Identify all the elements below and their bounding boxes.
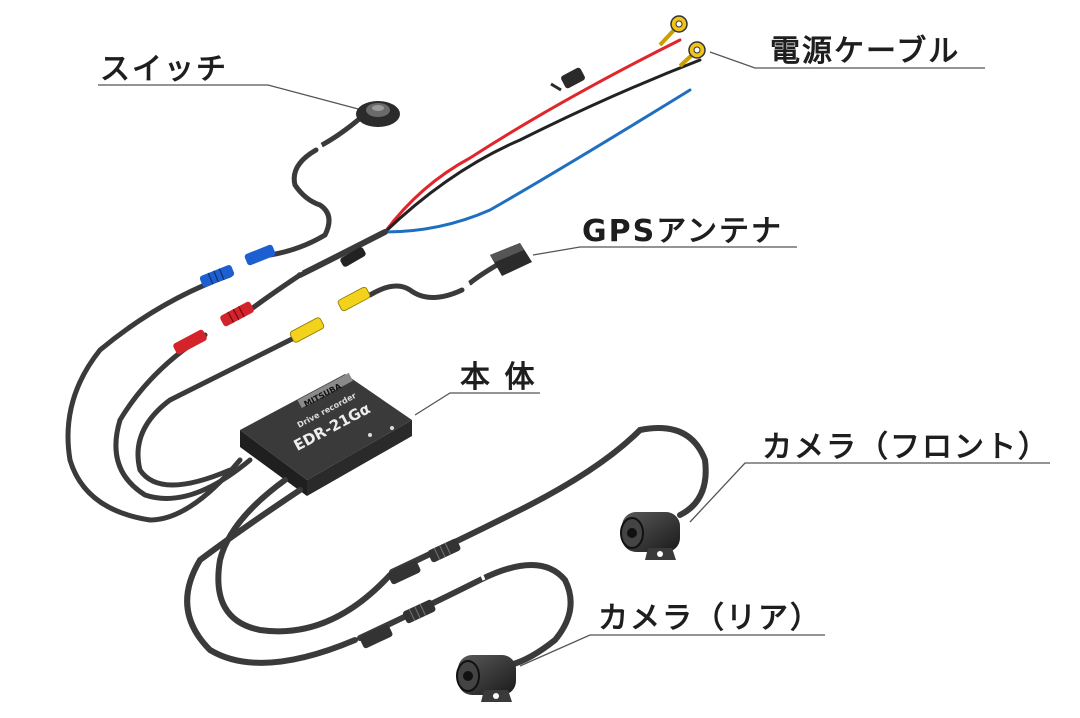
gps-cable — [135, 262, 500, 488]
label-power-cable: 電源ケーブル — [770, 34, 961, 69]
front-camera-connectors — [387, 538, 461, 585]
label-camera-front: カメラ（フロント） — [762, 430, 1050, 465]
camera-rear-device — [456, 655, 516, 702]
power-filter — [340, 247, 366, 267]
label-main-unit: 本 体 — [460, 360, 537, 395]
blue-connector-pair — [199, 244, 276, 288]
power-main-cable — [297, 229, 388, 278]
red-connector-pair — [173, 301, 254, 355]
leader-camera-rear — [519, 634, 825, 667]
leader-main-unit — [414, 392, 540, 416]
power-wires — [297, 38, 702, 278]
label-switch: スイッチ — [100, 52, 228, 87]
leader-switch — [98, 84, 363, 111]
cable-break-marks — [295, 140, 516, 581]
leader-lines — [98, 51, 1050, 667]
gps-antenna-device — [490, 243, 532, 276]
unit-output-cables — [184, 425, 709, 668]
rear-camera-connectors — [359, 599, 436, 649]
black-wire — [383, 58, 702, 234]
leader-gps — [532, 246, 797, 256]
leader-camera-front — [689, 462, 1050, 523]
red-wire — [383, 38, 682, 234]
main-unit-body: MITSUBA Drive recorder EDR-21Gα — [240, 372, 412, 496]
power-lower-cable — [113, 272, 303, 501]
yellow-connector-pair — [289, 286, 371, 343]
ring-terminal-black — [678, 41, 706, 68]
ring-terminal-red — [658, 15, 688, 47]
switch-device — [356, 101, 400, 127]
fuse-holder — [550, 67, 585, 92]
leader-power — [709, 51, 985, 69]
label-gps-antenna: GPSアンテナ — [582, 214, 784, 249]
switch-cable — [65, 117, 361, 523]
camera-front-device — [620, 512, 680, 560]
blue-wire — [383, 88, 692, 234]
label-camera-rear: カメラ（リア） — [598, 601, 822, 636]
